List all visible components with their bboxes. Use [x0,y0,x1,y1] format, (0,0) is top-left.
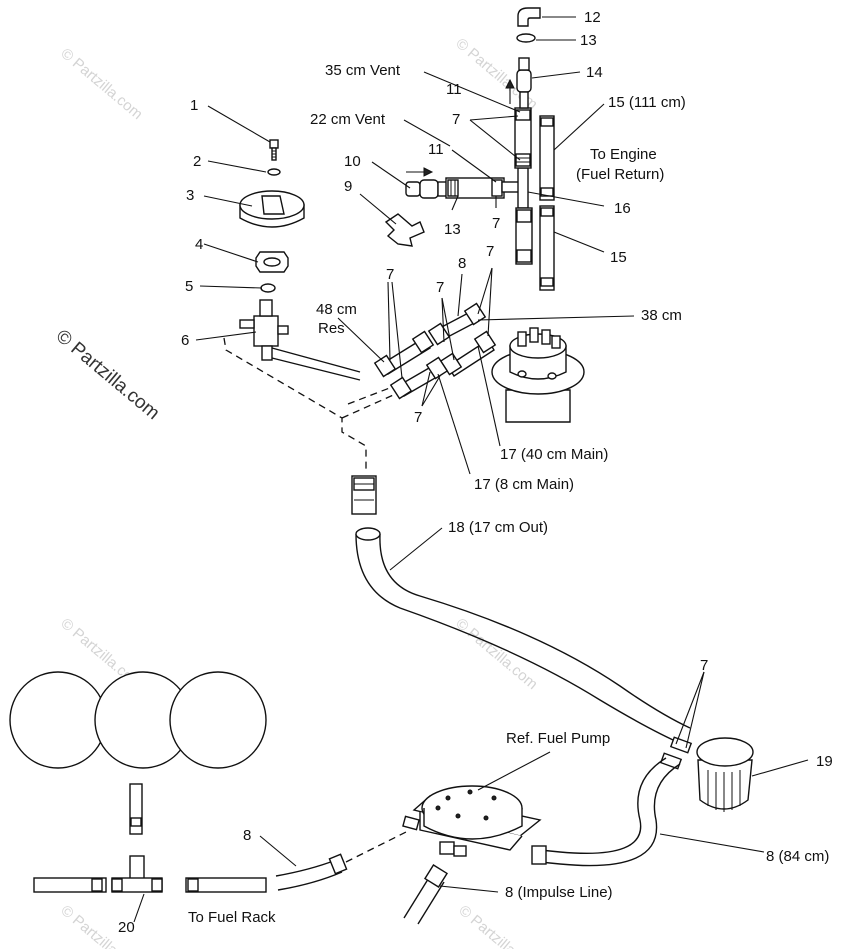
label-pump: Ref. Fuel Pump [506,730,610,747]
label-8-impulse: 8 (Impulse Line) [505,884,613,901]
detail-circles [9,671,267,769]
up-arrow-icon [505,78,515,104]
hose-18-fitting [351,475,377,515]
label-13: 13 [580,32,597,49]
label-17-8: 17 (8 cm Main) [474,476,574,493]
part-10-check-valve [405,179,449,199]
part-15-hose-upper [539,115,555,201]
part-6-fuel-valve [239,299,361,381]
flow-arrow-icon [406,167,434,177]
watermark: © Partzilla.com [57,45,145,123]
part-11-vent-hose-horizontal [445,177,505,199]
label-7: 7 [436,279,444,296]
label-11: 11 [428,141,444,158]
part-13-clamp [516,33,536,43]
label-8: 8 [243,827,251,844]
label-vent-35: 35 cm Vent [325,62,401,79]
label-7: 7 [492,215,500,232]
routing-line [223,337,367,470]
label-38cm: 38 cm [641,307,682,324]
label-20: 20 [118,919,135,936]
part-1-screw [269,139,279,161]
label-7: 7 [452,111,460,128]
label-4: 4 [195,236,203,253]
part-14-vent-valve [516,57,532,109]
label-17-40: 17 (40 cm Main) [500,446,608,463]
routing-line [341,391,401,419]
label-3: 3 [186,187,194,204]
label-15: 15 [610,249,627,266]
part-5-oring [260,283,276,293]
label-16: 16 [614,200,631,217]
part-8-hose-84cm [531,757,681,867]
label-engine-line1: To Engine [590,146,657,163]
part-15-hose-lower [539,205,555,291]
leader-lines [133,16,809,923]
part-4-nut [255,251,289,273]
label-11: 11 [446,81,462,98]
part-8-hose-res [373,330,435,378]
part-11-vent-hose-vertical [514,107,532,169]
label-13: 13 [444,221,461,238]
part-2-washer [267,168,281,176]
label-7: 7 [414,409,422,426]
label-5: 5 [185,278,193,295]
label-engine-line2: (Fuel Return) [576,166,664,183]
label-fuel-rack: To Fuel Rack [188,909,276,926]
label-15-111: 15 (111 cm) [608,94,686,111]
label-10: 10 [344,153,361,170]
callout-labels: 1 2 3 4 5 6 12 13 14 35 cm Vent 11 15 (1… [118,9,833,936]
label-8-84: 8 (84 cm) [766,848,829,865]
part-18-hose [355,527,691,745]
label-res: Res [318,320,345,337]
label-8: 8 [458,255,466,272]
label-2: 2 [193,153,201,170]
label-7: 7 [386,266,394,283]
part-20-tee [33,783,267,893]
fuel-tank-sender [491,327,585,423]
label-18: 18 (17 cm Out) [448,519,548,536]
watermark-large: © Partzilla.com [52,326,164,424]
part-17-hose-8cm [389,356,449,400]
part-16-tee [501,167,529,209]
watermark: © Partzilla.com [452,615,540,693]
hose-below-tee [515,207,533,265]
routing-line [347,383,401,405]
part-8-impulse-line [403,864,448,925]
part-17-hose-40cm [439,330,497,377]
label-vent-22: 22 cm Vent [310,111,386,128]
label-1: 1 [190,97,198,114]
part-9-clip [384,213,425,247]
label-19: 19 [816,753,833,770]
label-6: 6 [181,332,189,349]
label-48cm: 48 cm [316,301,357,318]
part-19-fuel-filter [659,736,754,812]
label-12: 12 [584,9,601,26]
label-7: 7 [486,243,494,260]
part-3-cap [239,190,305,228]
part-8-hose-to-rack [275,829,411,891]
label-7: 7 [700,657,708,674]
label-14: 14 [586,64,603,81]
part-12-elbow [517,7,541,27]
fuel-pump [402,785,542,857]
watermark: © Partzilla.com [455,902,543,949]
label-9: 9 [344,178,352,195]
